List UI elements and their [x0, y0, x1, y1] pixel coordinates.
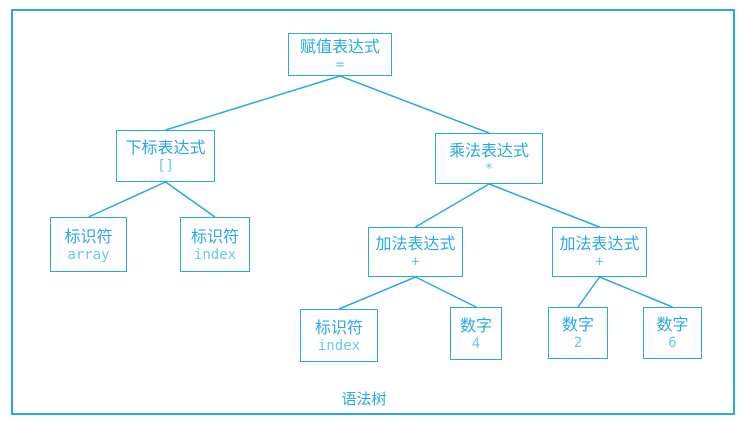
tree-edge	[577, 276, 601, 308]
node-label: 赋值表达式	[299, 36, 380, 56]
node-label: 数字	[459, 315, 492, 335]
node-label: 标识符	[314, 317, 363, 337]
node-symbol: =	[335, 56, 345, 73]
node-symbol: index	[193, 246, 237, 263]
node-label: 数字	[561, 315, 594, 334]
node-symbol: *	[484, 160, 494, 177]
tree-edge	[338, 276, 416, 310]
tree-edge	[88, 181, 166, 218]
node-symbol: 6	[668, 335, 677, 351]
tree-edge	[488, 183, 600, 228]
tree-node-subscript-expr: 下标表达式[]	[116, 130, 215, 182]
tree-edge	[599, 276, 673, 308]
node-label: 标识符	[190, 226, 239, 246]
tree-node-add-expr-left: 加法表达式+	[368, 227, 463, 277]
node-symbol: +	[411, 254, 420, 270]
node-label: 加法表达式	[375, 234, 456, 253]
node-label: 标识符	[64, 226, 113, 246]
node-symbol: 4	[471, 335, 481, 352]
tree-edge	[339, 75, 490, 134]
diagram-border	[11, 9, 735, 415]
tree-node-assign-expr: 赋值表达式=	[288, 33, 392, 76]
node-symbol: array	[67, 246, 110, 263]
node-label: 下标表达式	[125, 138, 206, 157]
diagram-caption: 语法树	[341, 390, 387, 408]
node-label: 加法表达式	[559, 234, 640, 253]
tree-node-add-expr-right: 加法表达式+	[552, 227, 647, 277]
tree-node-multiply-expr: 乘法表达式*	[435, 133, 543, 184]
node-symbol: []	[157, 158, 174, 174]
tree-edge	[415, 183, 490, 228]
tree-edge	[415, 276, 477, 308]
tree-edge	[165, 181, 216, 218]
node-symbol: +	[595, 254, 604, 270]
node-symbol: index	[317, 337, 361, 354]
node-symbol: 2	[573, 335, 583, 351]
node-label: 乘法表达式	[448, 140, 529, 160]
tree-edge	[165, 75, 341, 131]
node-label: 数字	[656, 315, 689, 334]
